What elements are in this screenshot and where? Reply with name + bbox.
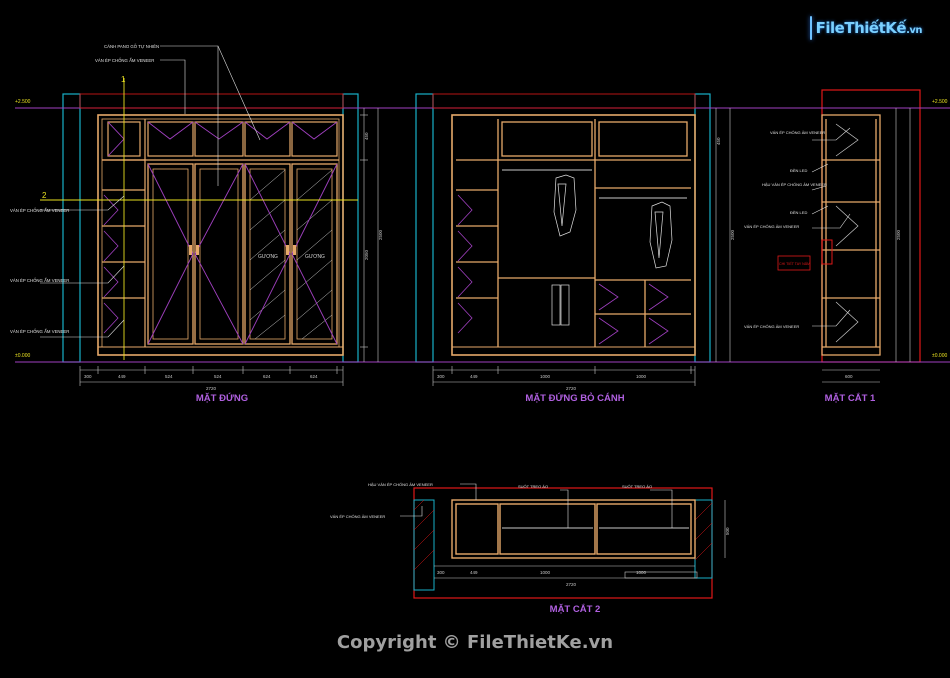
side-dim-w1: 449 <box>470 374 478 379</box>
front-dim-w3: 524 <box>214 374 222 379</box>
front-elevation: GƯƠNG GƯƠNG 1 2 +2.500 ±0.000 450 2050 2… <box>10 44 412 404</box>
sec1-level-bottom: ±0.000 <box>932 353 947 359</box>
sec1-cabinet <box>821 114 881 356</box>
sec1-outline <box>821 89 921 363</box>
sec2-walls <box>413 499 713 591</box>
side-dim-w2: 1000 <box>540 374 551 379</box>
front-bottom-dimensions <box>79 366 344 386</box>
side-dim-h1: 450 <box>716 137 721 145</box>
front-upper-panels <box>102 121 339 161</box>
side-plinth <box>451 346 696 356</box>
sec1-redbox-marker <box>821 239 833 265</box>
copyright-watermark: Copyright © FileThietKe.vn <box>336 632 614 653</box>
interior-elevation: 450 2500 300 449 1000 1000 2720 MẶT ĐỨNG… <box>412 93 740 404</box>
sec2-dimensions <box>434 500 726 579</box>
side-ceiling <box>432 93 696 109</box>
sec1-dim-w: 600 <box>845 374 853 379</box>
front-dim-h2: 2050 <box>364 249 369 260</box>
sec1-level-top: +2.500 <box>932 99 948 105</box>
front-dim-h3: 2500 <box>378 229 383 240</box>
side-rails <box>502 169 687 199</box>
front-leaders <box>40 45 261 338</box>
front-dim-w5: 624 <box>310 374 318 379</box>
sec2-title: MẶT CẮT 2 <box>550 604 601 615</box>
sec1-note-4: ĐÈN LED <box>790 210 807 215</box>
side-left-wall <box>415 93 434 363</box>
sec2-dim-w1: 449 <box>470 570 478 575</box>
front-cabinet-inner <box>101 118 340 348</box>
sec1-title: MẶT CẮT 1 <box>825 393 876 404</box>
sec2-cabinet <box>451 499 696 559</box>
front-dim-w2: 524 <box>165 374 173 379</box>
side-dim-w0: 300 <box>437 374 445 379</box>
logo-text: FileThiếtKế.vn <box>815 19 923 37</box>
front-left-shelves <box>102 119 146 347</box>
sec2-leaders <box>400 483 673 528</box>
sec2-dim-w0: 300 <box>437 570 445 575</box>
sec1-dimensions <box>822 108 911 383</box>
sec2-note-1: HẬU VÁN ÉP CHỐNG ẨM VENEER <box>368 482 433 487</box>
side-right-wall <box>694 93 711 363</box>
side-right-dimensions <box>715 108 731 362</box>
sec1-note-5: VÁN ÉP CHỐNG ẨM VENEER <box>744 224 799 229</box>
sec1-redbox-label-frame <box>777 255 811 271</box>
sec1-note-6: VÁN ÉP CHỐNG ẨM VENEER <box>744 324 799 329</box>
side-title: MẶT ĐỨNG BỎ CÁNH <box>525 392 624 404</box>
section-marker-2: 2 <box>42 191 47 200</box>
front-note-2: VÁN ÉP CHỐNG ẨM VENEER <box>95 58 154 63</box>
front-title: MẶT ĐỨNG <box>196 392 248 404</box>
file-logo-icon <box>810 16 812 40</box>
front-door-swing-lines <box>107 121 338 345</box>
front-dim-total: 2720 <box>206 386 217 391</box>
front-ceiling <box>79 93 344 109</box>
front-mirror-hatch <box>249 169 333 340</box>
sec1-dim-h: 2500 <box>896 229 901 240</box>
front-level-label-top: +2.500 <box>15 99 31 105</box>
sec2-note-4: SUỐT TREO ÁO <box>622 484 652 489</box>
front-plinth <box>97 346 344 356</box>
sec1-note-2: ĐÈN LED <box>790 168 807 173</box>
side-cabinet-frame <box>451 114 696 356</box>
front-left-wall <box>62 93 81 363</box>
front-dim-w4: 624 <box>263 374 271 379</box>
sec1-diagonals <box>835 123 859 343</box>
front-right-dimensions <box>360 108 379 362</box>
filethietke-logo: FileThiếtKế.vn <box>810 14 922 42</box>
side-structure <box>456 119 691 347</box>
front-note-5: VÁN ÉP CHỐNG ẨM VENEER <box>10 329 69 334</box>
sec1-leaders <box>811 127 851 327</box>
sec2-dim-w3: 1000 <box>636 570 647 575</box>
section-1: CHI TIẾT TAY NẮM VÁN ÉP CHỐNG ẨM VENEER … <box>740 89 950 404</box>
sec1-note-3: HẬU VÁN ÉP CHỐNG ẨM VENEER <box>762 182 827 187</box>
front-dim-w1: 449 <box>118 374 126 379</box>
sec1-note-1: VÁN ÉP CHỐNG ẨM VENEER <box>770 130 825 135</box>
front-note-3: VÁN ÉP CHỐNG ẨM VENEER <box>10 208 69 213</box>
front-note-1: CÁNH PANO GỖ TỰ NHIÊN <box>104 44 159 49</box>
side-dim-total: 2720 <box>566 386 577 391</box>
sec2-dim-depth: 500 <box>725 527 730 535</box>
front-mirror-label-1: GƯƠNG <box>258 254 278 260</box>
sec2-note-2: VÁN ÉP CHỐNG ẨM VENEER <box>330 514 385 519</box>
front-right-wall <box>342 93 359 363</box>
sec2-dim-total: 2720 <box>566 582 577 587</box>
sec1-redbox-label: CHI TIẾT TAY NẮM <box>779 261 810 266</box>
side-hanging-clothes <box>551 174 673 326</box>
side-dim-w3: 1000 <box>636 374 647 379</box>
sec2-wall-hatch <box>413 499 713 571</box>
front-level-label-bottom: ±0.000 <box>15 353 30 359</box>
front-dim-w0: 300 <box>84 374 92 379</box>
section-2: HẬU VÁN ÉP CHỐNG ẨM VENEER VÁN ÉP CHỐNG … <box>330 482 730 615</box>
sec2-dim-w2: 1000 <box>540 570 551 575</box>
side-bottom-dimensions <box>432 366 696 386</box>
sec2-note-3: SUỐT TREO ÁO <box>518 484 548 489</box>
side-dim-h2: 2500 <box>730 229 735 240</box>
front-door-handles <box>189 245 296 255</box>
side-purple-diagonals <box>457 194 669 345</box>
front-note-4: VÁN ÉP CHỐNG ẨM VENEER <box>10 278 69 283</box>
front-mirror-label-2: GƯƠNG <box>305 254 325 260</box>
section-marker-1: 1 <box>121 75 126 84</box>
front-dim-h1: 450 <box>364 132 369 140</box>
front-cabinet-frame <box>97 114 344 356</box>
